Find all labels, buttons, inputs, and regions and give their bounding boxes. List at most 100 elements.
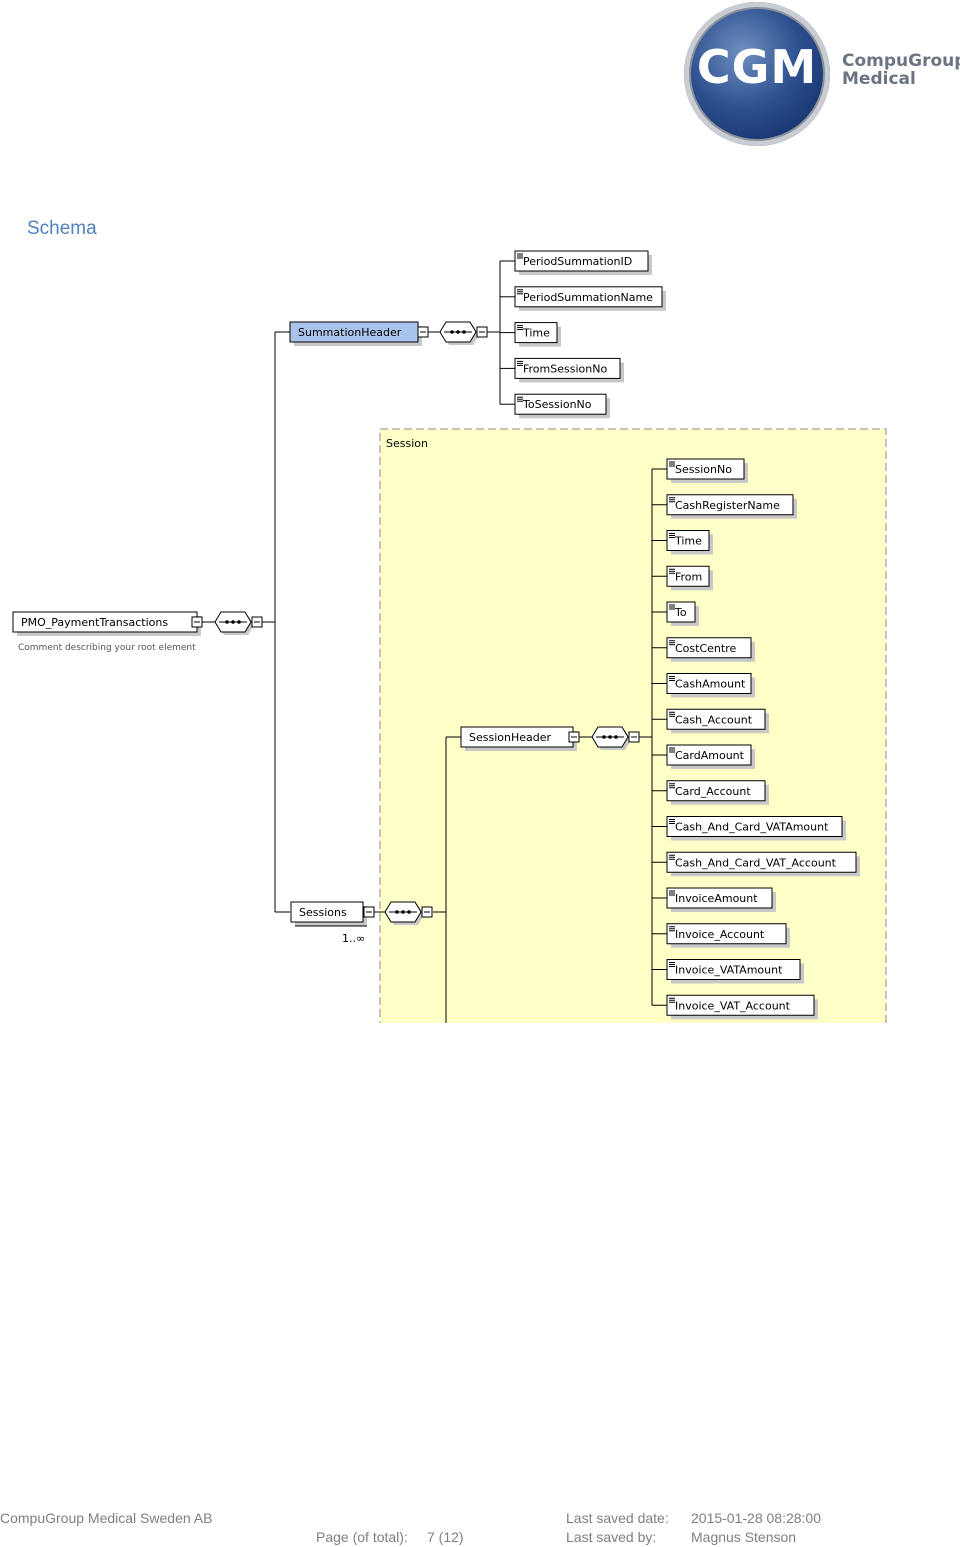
collapse-toggle-icon [191,616,203,628]
summation-header-box: SummationHeader [289,321,422,346]
compositor-dot [608,735,612,739]
element-label: ToSessionNo [522,398,592,411]
collapse-toggle-icon [421,906,433,918]
logo-word-compugroup: CompuGroup [842,51,960,71]
compositor-dot [401,910,405,914]
collapse-toggle-icon [251,616,263,628]
element-label: Invoice_VAT_Account [675,999,791,1012]
box-frame [514,393,607,415]
session-header-child-box: To [666,601,699,626]
footer-saved-date-value: 2015-01-28 08:28:00 [691,1510,821,1526]
session-header-child-box: SessionNo [666,458,748,483]
session-header-child-box: CashAmount [666,673,755,698]
box-frame [666,744,752,766]
box-frame [514,250,649,272]
session-header-child-box: Invoice_VAT_Account [666,994,818,1020]
compositor-dot [450,330,454,334]
sequence-compositor-icon [591,726,631,750]
logo-word-medical: Medical [842,69,916,89]
root-element-box: PMO_PaymentTransactions [12,611,201,636]
element-label: PeriodSummationName [523,291,653,304]
box-frame [514,357,621,379]
box-frame [666,851,857,873]
compositor-dot [456,330,460,334]
element-label: Sessions [299,906,347,919]
box-frame [666,565,710,587]
element-label: SessionHeader [469,731,551,744]
box-frame [666,673,752,694]
element-label: Invoice_VATAmount [675,964,783,977]
element-label: Invoice_Account [675,928,765,941]
element-label: InvoiceAmount [675,892,758,905]
compositor-dot [407,910,411,914]
box-frame [666,994,815,1016]
page-cut-mask [370,1023,900,1025]
box-frame [666,923,787,945]
element-label: PeriodSummationID [523,255,632,268]
element-label: SessionNo [675,463,732,476]
box-frame [666,887,773,909]
footer-saved-date-label: Last saved date: [566,1510,669,1526]
sessions-cardinality: 1..∞ [342,932,365,945]
session-header-child-box: Invoice_Account [666,923,790,948]
element-label: From [675,570,702,583]
session-header-child-box: CostCentre [666,637,755,662]
box-frame [666,530,710,551]
compositor-dot [395,910,399,914]
sequence-compositor-icon [384,901,424,925]
element-label: Time [674,535,702,548]
element-label: PMO_PaymentTransactions [21,616,168,629]
summation-child-box: FromSessionNo [514,357,624,383]
session-group-box [379,428,887,1025]
element-label: CostCentre [675,642,736,655]
box-frame [514,322,558,344]
footer-saved-by-value: Magnus Stenson [691,1529,797,1545]
element-label: Time [522,327,550,340]
summation-child-box: ToSessionNo [514,393,610,419]
sequence-compositor-icon [214,611,254,635]
box-frame [666,816,843,837]
session-header-child-box: Cash_Account [666,708,769,734]
session-header-child-box: InvoiceAmount [666,887,776,912]
session-header-child-box: Cash_And_Card_VAT_Account [666,851,860,877]
compositor-dot [614,735,618,739]
box-frame [666,458,745,480]
session-header-child-box: CashRegisterName [666,494,797,519]
box-frame [666,780,766,802]
sessions-box: Sessions [290,901,367,926]
element-label: CashAmount [675,678,746,691]
footer-page-label: Page (of total): [316,1529,408,1545]
collapse-toggle-icon [568,731,580,743]
element-label: Cash_And_Card_VAT_Account [675,856,837,869]
footer-company: CompuGroup Medical Sweden AB [0,1510,213,1526]
element-label: CashRegisterName [675,499,780,512]
element-label: Cash_And_Card_VATAmount [675,821,829,834]
summation-child-box: Time [514,322,561,347]
session-header-child-box: Invoice_VATAmount [666,959,804,984]
company-logo: CGM CompuGroup Medical [684,2,960,148]
compositor-dot [225,620,229,624]
session-header-child-box: Time [666,530,713,555]
box-frame [666,959,801,980]
box-frame [290,901,364,923]
element-label: Cash_Account [675,713,753,726]
summation-child-box: PeriodSummationName [514,286,666,311]
collapse-toggle-icon [417,326,429,338]
session-header-child-box: From [666,565,713,591]
box-frame [666,637,752,659]
element-label: CardAmount [675,749,745,762]
session-group-label: Session [386,437,428,450]
session-header-child-box: Cash_And_Card_VATAmount [666,816,846,841]
logo-emblem: CGM [684,2,830,146]
box-frame [666,494,794,516]
element-label: To [674,606,687,619]
element-label: FromSessionNo [523,362,607,375]
summation-child-box: PeriodSummationID [514,250,652,275]
session-header-child-box: Card_Account [666,780,769,805]
footer-page-value: 7 (12) [427,1529,464,1545]
root-comment: Comment describing your root element [18,643,196,653]
sequence-compositor-icon [439,321,479,345]
element-label: Card_Account [675,785,751,798]
compositor-dot [237,620,241,624]
